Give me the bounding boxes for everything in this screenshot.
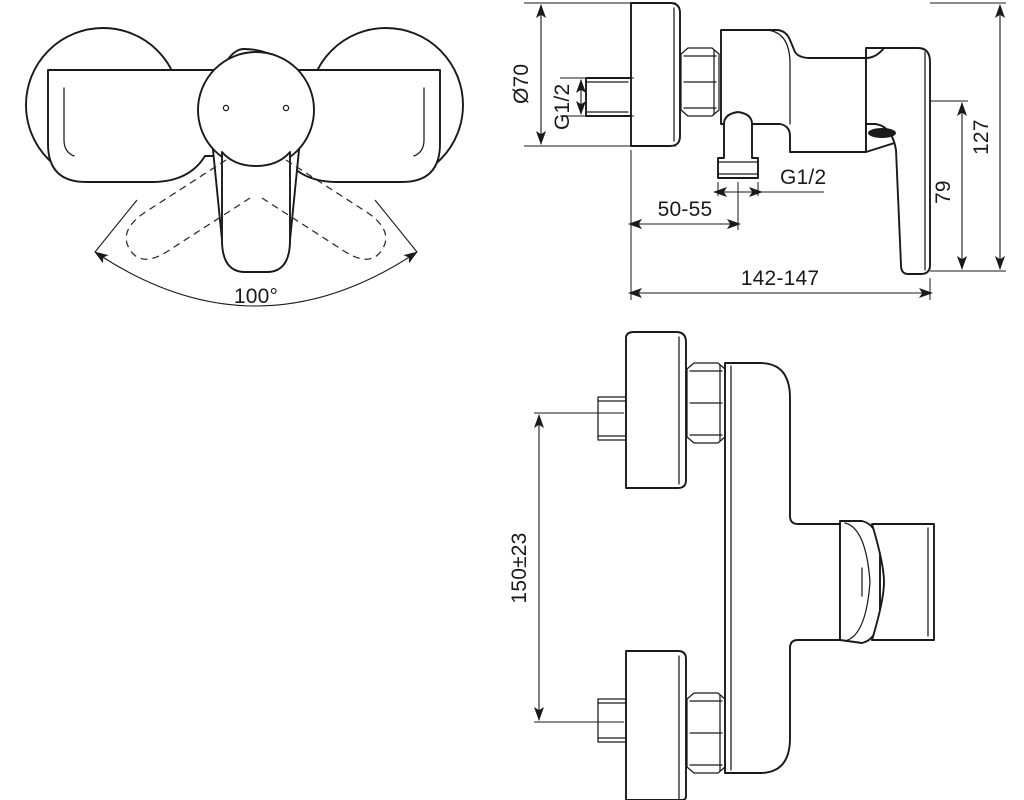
side-body	[720, 29, 867, 153]
side-inlet-spigot	[585, 77, 635, 117]
dim-label-79: 79	[932, 180, 955, 204]
plan-upper-escutcheon	[625, 331, 687, 489]
side-outlet-spigot-lines	[717, 161, 759, 175]
plan-upper-hex-facets	[689, 370, 723, 436]
dim-label-inlet-thread: G1/2	[551, 84, 574, 130]
plan-lower-escutcheon	[625, 650, 687, 800]
front-lever-head	[197, 51, 315, 169]
dim-label-127: 127	[970, 119, 993, 155]
side-hex-nut-facets	[683, 55, 717, 109]
front-view: 100°	[25, 27, 464, 308]
swing-angle-label: 100°	[234, 285, 278, 308]
side-inlet-spigot-lines	[585, 81, 629, 113]
plan-body	[724, 362, 841, 774]
plan-lower-spigot-lines	[597, 702, 631, 739]
plan-view: 150±23	[508, 331, 935, 800]
side-body-shoulder	[720, 29, 791, 125]
front-lever-dot-right	[282, 104, 290, 112]
side-view: Ø70 G1/2 G1/2 50-55 142-147 127	[510, 2, 1006, 300]
dim-label-diameter70: Ø70	[510, 64, 533, 104]
swing-angle-arc	[94, 251, 418, 307]
side-escutcheon	[630, 2, 681, 147]
plan-cartridge-cover	[839, 520, 881, 644]
swing-angle-leader-left	[94, 199, 138, 253]
plan-lower-hex-facets	[689, 700, 723, 766]
front-right-notch	[413, 87, 425, 157]
dim-label-overall: 142-147	[741, 267, 819, 290]
side-lever	[865, 47, 931, 275]
plan-lever-cap	[871, 523, 935, 641]
dim-label-centres: 150±23	[508, 532, 531, 603]
front-left-notch	[63, 87, 75, 157]
dim-label-wall-offset: 50-55	[658, 198, 713, 221]
plan-upper-spigot-lines	[597, 400, 631, 437]
side-lever-pivot-accent	[868, 128, 896, 138]
front-lever-shaft	[221, 151, 291, 273]
side-outlet-spigot	[717, 111, 759, 179]
plan-cartridge-curve	[844, 522, 871, 642]
dim-label-outlet-thread: G1/2	[780, 166, 826, 189]
swing-angle-leader-right	[374, 199, 418, 253]
front-lever-dot-left	[222, 104, 230, 112]
